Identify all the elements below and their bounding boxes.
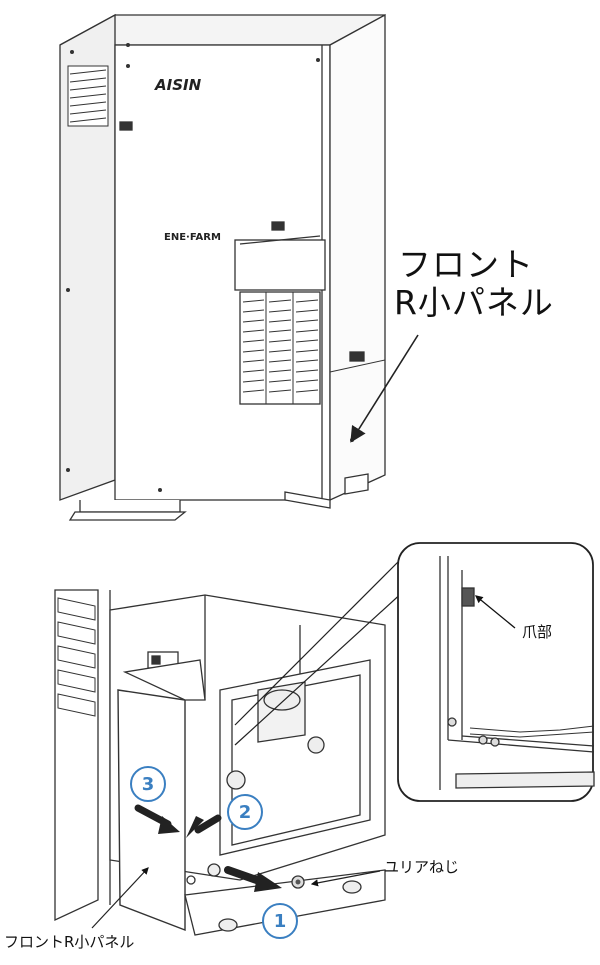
zoom-line-2 [234, 589, 406, 746]
step-3-badge: 3 [130, 766, 166, 802]
closeup-drawing [54, 589, 386, 936]
callout-label-line1: フロント [398, 245, 534, 284]
screw-label: ユリアねじ [384, 858, 460, 876]
brand-logo: AISIN [155, 76, 202, 94]
step-2-badge: 2 [227, 794, 263, 830]
product-logo: ENE·FARM [164, 232, 221, 243]
callout-arrow-top [350, 334, 419, 443]
panel-pointer [91, 867, 149, 929]
zoom-line-1 [234, 554, 406, 726]
panel-label-bottom: フロントR小パネル [4, 933, 135, 951]
fuel-cell-unit-drawing [59, 13, 386, 521]
zoom-inset [397, 542, 595, 802]
claw-label: 爪部 [522, 623, 553, 641]
action-arrows [134, 804, 282, 892]
screw-pointer [310, 870, 381, 887]
step-1-badge: 1 [262, 903, 298, 939]
callout-label-line2: R小パネル [394, 283, 554, 322]
